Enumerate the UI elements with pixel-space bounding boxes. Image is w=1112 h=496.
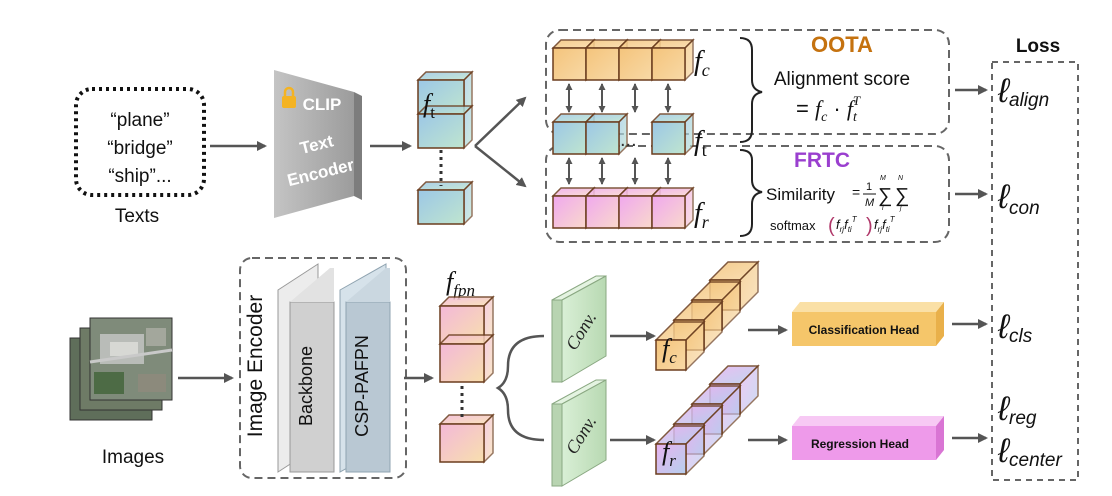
ft-row-cube [584, 112, 629, 156]
loss-align: ℓalign [997, 72, 1049, 111]
arrow-ft-to-frtc [474, 145, 527, 188]
alignment-score-label: Alignment score [774, 69, 910, 90]
loss-title: Loss [1016, 36, 1060, 57]
svg-text:(: ( [828, 215, 835, 237]
image-encoder-box [239, 257, 407, 479]
ft-cube [416, 180, 474, 226]
fpn-feature-stack [438, 295, 495, 464]
fc-small-label: fc [662, 334, 677, 367]
frtc-box [545, 145, 950, 243]
loss-terms: ℓalign ℓcon ℓcls ℓreg ℓcenter [997, 72, 1062, 471]
lock-icon [282, 96, 296, 108]
oota-title: OOTA [811, 32, 873, 57]
svg-text:M: M [880, 175, 886, 182]
svg-text:∑: ∑ [878, 185, 892, 207]
fc-cube [650, 38, 695, 82]
svg-text:i: i [882, 205, 884, 212]
frtc-title: FRTC [794, 149, 850, 172]
similarity-formula: = 1 M M ∑ i N ∑ j [852, 175, 909, 212]
fc-feature-row [551, 38, 695, 82]
texts-dotted-box [74, 87, 206, 197]
svg-text:N: N [898, 175, 904, 182]
svg-text:∑: ∑ [895, 185, 909, 207]
loss-cls: ℓcls [997, 308, 1033, 347]
image-encoder-title: Image Encoder [244, 295, 267, 437]
svg-text:=: = [852, 184, 860, 200]
fr-small-label: fr [662, 437, 676, 470]
backbone-block: Backbone [277, 263, 335, 473]
svg-text:frjftiT: frjftiT [874, 215, 896, 234]
svg-text:softmax: softmax [770, 218, 816, 233]
clip-text-encoder: CLIP Text Encoder [274, 70, 362, 218]
conv-bottom-block: Conv. [551, 379, 607, 487]
images-caption: Images [102, 447, 164, 468]
arrow-ft-to-oota [474, 96, 527, 147]
fpn-split-brace [495, 334, 545, 442]
alignment-formula: = fc · ftT [796, 93, 861, 125]
svg-text:1: 1 [866, 181, 872, 193]
texts-input: “plane” “bridge” “ship”... Texts [74, 87, 206, 227]
oota-brace [739, 37, 763, 143]
fpn-cube [438, 413, 495, 464]
clip-label: CLIP [303, 95, 342, 114]
csp-pafpn-label: CSP-PAFPN [352, 335, 372, 437]
text-plane: “plane” [110, 110, 169, 131]
fc-diag-cube [654, 320, 706, 372]
svg-text:M: M [865, 197, 875, 209]
fc-diagonal-stack [654, 260, 760, 372]
classification-head: Classification Head [792, 302, 944, 346]
ft-row-ellipsis: ... [620, 129, 637, 151]
softmax-formula: softmax ( frjftiT ) frjftiT [770, 215, 896, 237]
svg-text:): ) [866, 215, 873, 237]
backbone-label: Backbone [296, 346, 316, 426]
alignment-arrows [565, 83, 672, 185]
fr-row-label: fr [694, 198, 710, 232]
fpn-cube [438, 333, 495, 384]
conv-top-block: Conv. [551, 275, 607, 383]
similarity-label: Similarity [766, 185, 835, 204]
ft-cube [416, 104, 474, 150]
classification-head-label: Classification Head [809, 323, 920, 337]
text-feature-stack [416, 70, 474, 226]
ft-feature-row [551, 112, 695, 156]
loss-con: ℓcon [997, 178, 1040, 219]
ft-row-cube [650, 112, 695, 156]
fr-cube [650, 186, 695, 230]
loss-center: ℓcenter [997, 432, 1062, 471]
fc-row-label: fc [694, 46, 710, 80]
svg-text:j: j [899, 205, 902, 212]
fr-diagonal-stack [654, 364, 760, 476]
oota-box [545, 29, 950, 135]
frtc-brace [739, 149, 763, 237]
texts-caption: Texts [115, 206, 159, 227]
svg-text:frjftiT: frjftiT [836, 215, 858, 234]
fr-diag-cube [654, 424, 706, 476]
ft-row-label: ft [694, 126, 707, 160]
images-stack: Images [69, 317, 173, 468]
fr-feature-row [551, 186, 695, 230]
regression-head-label: Regression Head [811, 437, 909, 451]
csp-pafpn-block: CSP-PAFPN [339, 263, 391, 473]
loss-reg: ℓreg [997, 390, 1037, 429]
fpn-label: ffpn [446, 267, 475, 300]
regression-head: Regression Head [792, 416, 944, 460]
text-ship: “ship”... [108, 166, 171, 187]
text-bridge: “bridge” [107, 138, 172, 159]
ft-stack-label: ft [423, 89, 435, 122]
